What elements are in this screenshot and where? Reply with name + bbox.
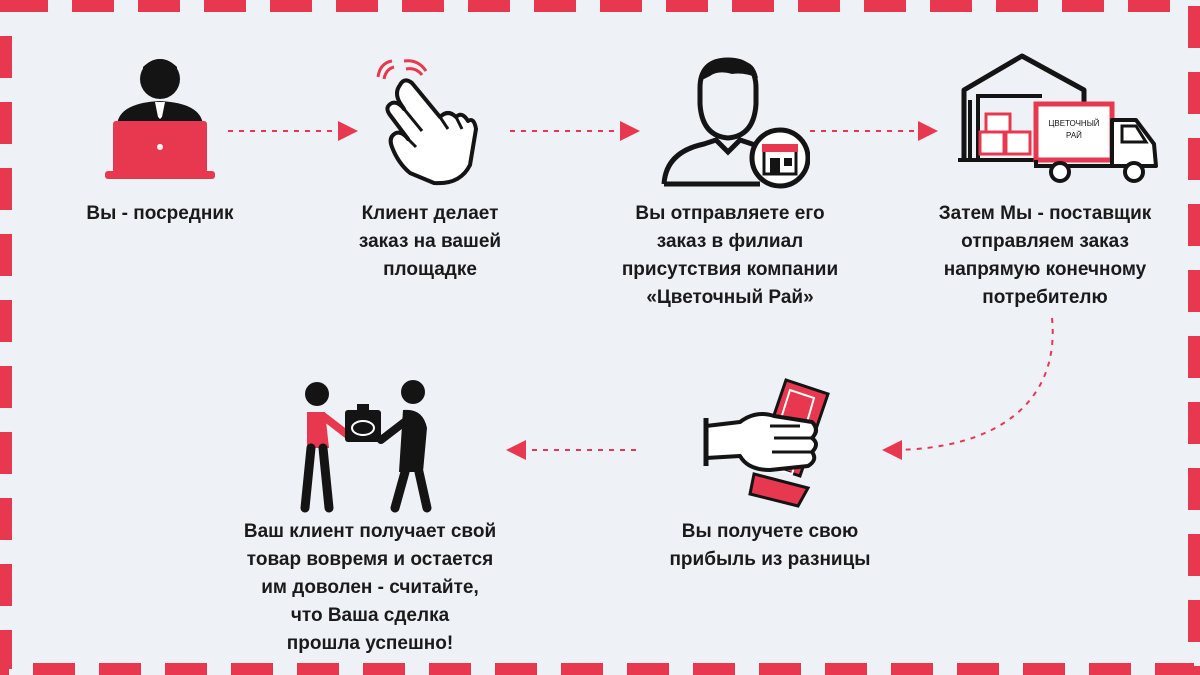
- hand-tap-icon: [376, 59, 478, 186]
- arrow-4-5: [882, 317, 1054, 460]
- step-1-caption: Вы - посредник: [86, 203, 234, 224]
- brand-label-line1: ЦВЕТОЧНЫЙ: [1048, 119, 1099, 128]
- hand-money-icon: [703, 378, 830, 508]
- warehouse-truck-icon: ЦВЕТОЧНЫЙ РАЙ: [958, 53, 1158, 183]
- person-store-icon: [661, 57, 810, 189]
- brand-label-line2: РАЙ: [1066, 131, 1082, 140]
- handover-icon: [300, 380, 432, 513]
- laptop-person-icon: [105, 59, 215, 179]
